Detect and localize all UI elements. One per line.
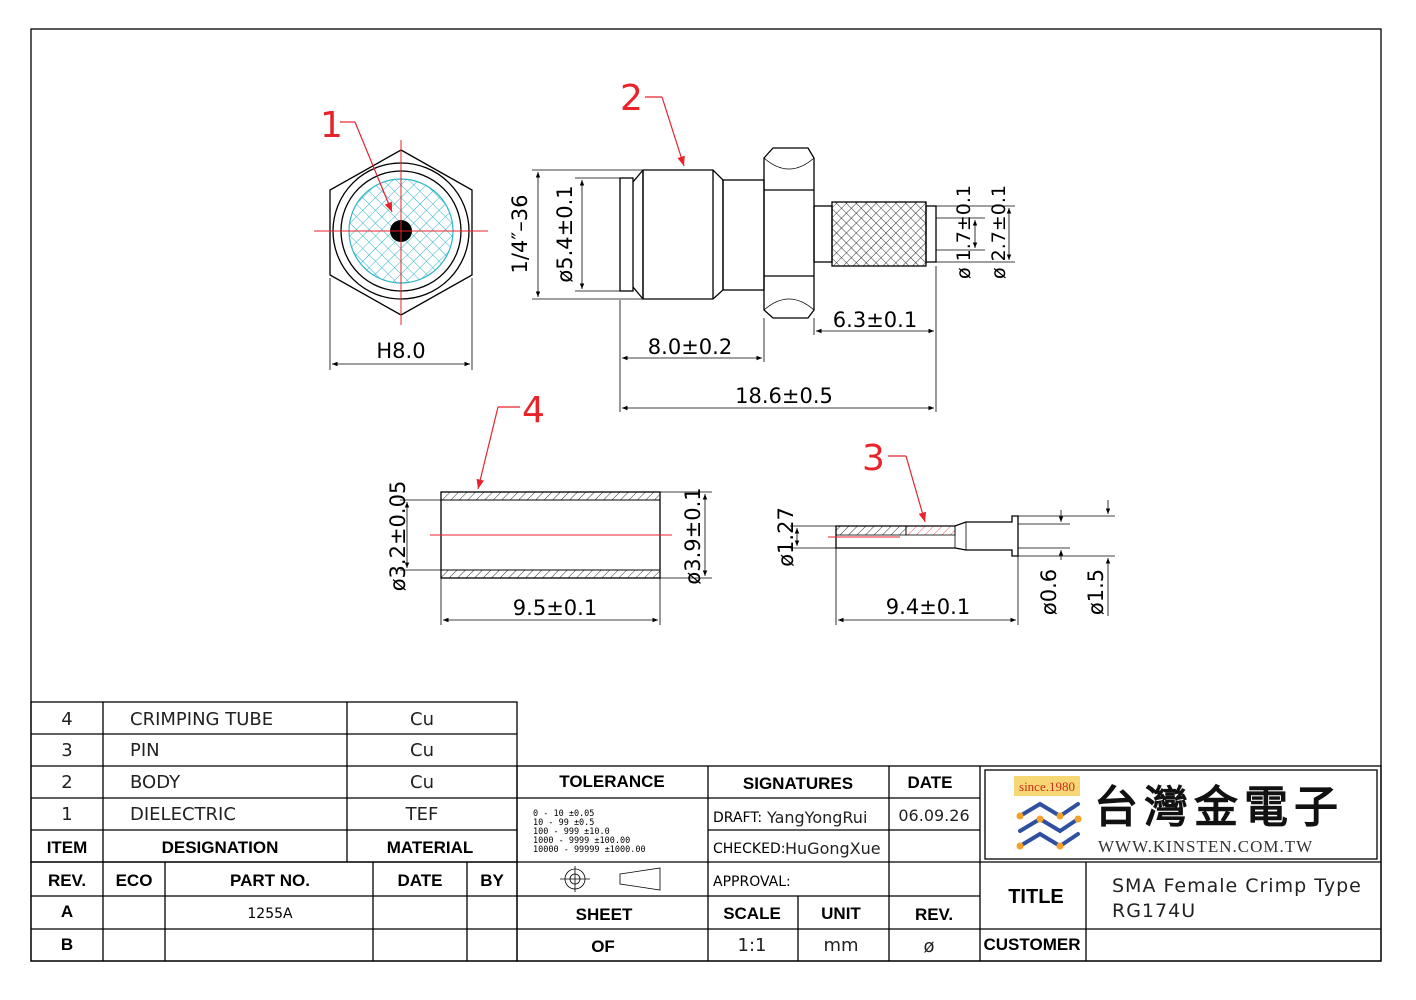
revisions-headers-part: PART NO. [230, 871, 310, 890]
signatures-checked-label: CHECKED: [713, 841, 785, 857]
d17-dim: ø 1.7±0.1 [953, 185, 975, 279]
revisions-headers-rev: REV. [48, 871, 86, 890]
revisions-rows-0-rev: A [61, 902, 73, 921]
bom-rows-3-designation: DIELECTRIC [130, 804, 236, 825]
signatures-draft-date: 06.09.26 [898, 806, 969, 825]
title-customer-block: TITLE SMA Female Crimp Type RG174U CUSTO… [980, 862, 1381, 961]
signatures-date-label: DATE [907, 773, 952, 792]
pin-d127-dim: ø1.27 [774, 507, 798, 567]
title-line-1: SMA Female Crimp Type [1112, 875, 1362, 897]
revisions-rows-1-rev: B [61, 935, 73, 954]
bom-rows-3-item: 1 [61, 804, 72, 825]
signatures-label: SIGNATURES [743, 774, 853, 793]
balloon-2: 2 [620, 78, 685, 167]
signatures-checked: HuGongXue [785, 839, 881, 858]
balloon-3: 3 [862, 438, 927, 523]
company-logo-icon: since.1980 [1014, 776, 1082, 850]
bom-rows-3-material: TEF [405, 804, 439, 825]
tolerance-lines-0: 0 - 10 ±0.05 [533, 809, 594, 819]
tube-len-dim: 9.5±0.1 [513, 596, 597, 620]
len-6-dim: 6.3±0.1 [833, 308, 917, 332]
revision-table: REV. ECO PART NO. DATE BY A 1255A B [30, 861, 518, 962]
balloon-1-label: 1 [320, 105, 343, 146]
bom-rows-0-designation: CRIMPING TUBE [130, 709, 273, 730]
len-8-dim: 8.0±0.2 [648, 335, 732, 359]
company-website: WWW.KINSTEN.COM.TW [1098, 837, 1313, 856]
bom-headers-material: MATERIAL [387, 838, 474, 857]
tube-out-dim: ø3.9±0.1 [681, 487, 705, 584]
tolerance-of: OF [591, 937, 615, 956]
balloon-4: 4 [476, 390, 545, 490]
title-block-customer-label: CUSTOMER [984, 935, 1081, 954]
balloon-3-label: 3 [862, 438, 885, 479]
body-dia-dim: ø5.4±0.1 [553, 185, 577, 282]
signatures-draft: YangYongRui [766, 808, 867, 827]
pin-view: ø1.27 9.4±0.1 ø0.6 ø1.5 [774, 500, 1115, 625]
bom-rows-2-designation: BODY [130, 772, 181, 793]
bom-headers-item: ITEM [47, 838, 88, 857]
crimping-tube-view: ø3.2±0.05 ø3.9±0.1 9.5±0.1 [386, 481, 712, 625]
hex-dim: H8.0 [376, 339, 425, 363]
pin-len-dim: 9.4±0.1 [886, 595, 970, 619]
side-view: 1/4″–36 ø5.4±0.1 8.0±0.2 6.3±0.1 18.6±0.… [508, 147, 1015, 412]
balloon-2-label: 2 [620, 78, 643, 119]
tube-in-dim: ø3.2±0.05 [386, 481, 410, 592]
bom-rows-0-item: 4 [61, 709, 72, 730]
bom-rows-2-item: 2 [61, 772, 72, 793]
title-block-middle: TOLERANCE 0 - 10 ±0.05 10 - 99 ±0.5 100 … [516, 765, 1382, 962]
company-since: since.1980 [1019, 779, 1075, 794]
bom-rows-0-material: Cu [410, 709, 434, 730]
bom-rows-1-designation: PIN [130, 740, 160, 761]
signatures-approval-label: APPROVAL: [713, 874, 791, 890]
scale-scale: 1:1 [738, 935, 767, 956]
tolerance-lines-4: 10000 - 99999 ±1000.00 [533, 845, 646, 855]
scale-rev-label: REV. [915, 905, 953, 924]
len-18-dim: 18.6±0.5 [735, 384, 833, 408]
bom-headers-designation: DESIGNATION [162, 838, 279, 857]
revisions-rows-0-part: 1255A [247, 906, 293, 922]
company-name-cn: 台灣金電子 [1094, 782, 1344, 833]
thread-dim: 1/4″–36 [508, 195, 532, 274]
balloon-4-label: 4 [522, 390, 545, 431]
company-logo-block: since.1980 台灣金電子 WWW.KINSTEN.COM.TW [984, 769, 1378, 860]
bom-table: 4 CRIMPING TUBE Cu 3 PIN Cu 2 BODY Cu 1 … [30, 701, 518, 863]
scale-unit: mm [823, 935, 858, 956]
scale-scale-label: SCALE [723, 904, 781, 923]
revisions-headers-eco: ECO [116, 871, 153, 890]
title-block-title-label: TITLE [1008, 886, 1064, 908]
pin-d06-dim: ø0.6 [1037, 569, 1061, 615]
bom-rows-2-material: Cu [410, 772, 434, 793]
bom-rows-1-item: 3 [61, 740, 72, 761]
end-view: H8.0 [314, 140, 488, 370]
tolerance-lines-3: 1000 - 9999 ±100.00 [533, 836, 630, 846]
signatures-draft-label: DRAFT: [713, 810, 762, 826]
pin-d15-dim: ø1.5 [1084, 569, 1108, 615]
bom-rows-1-material: Cu [410, 740, 434, 761]
tolerance-sheet: SHEET [576, 905, 633, 924]
tolerance-label: TOLERANCE [559, 772, 664, 791]
tolerance-lines-1: 10 - 99 ±0.5 [533, 818, 594, 828]
projection-symbol-icon [560, 866, 661, 892]
d27-dim: ø 2.7±0.1 [988, 185, 1010, 279]
tolerance-lines-2: 100 - 999 ±10.0 [533, 827, 610, 837]
scale-unit-label: UNIT [821, 904, 861, 923]
balloon-1: 1 [320, 105, 393, 213]
revisions-headers-date: DATE [397, 871, 442, 890]
scale-rev: ø [923, 936, 934, 957]
revisions-headers-by: BY [480, 871, 504, 890]
title-line-2: RG174U [1112, 900, 1196, 922]
